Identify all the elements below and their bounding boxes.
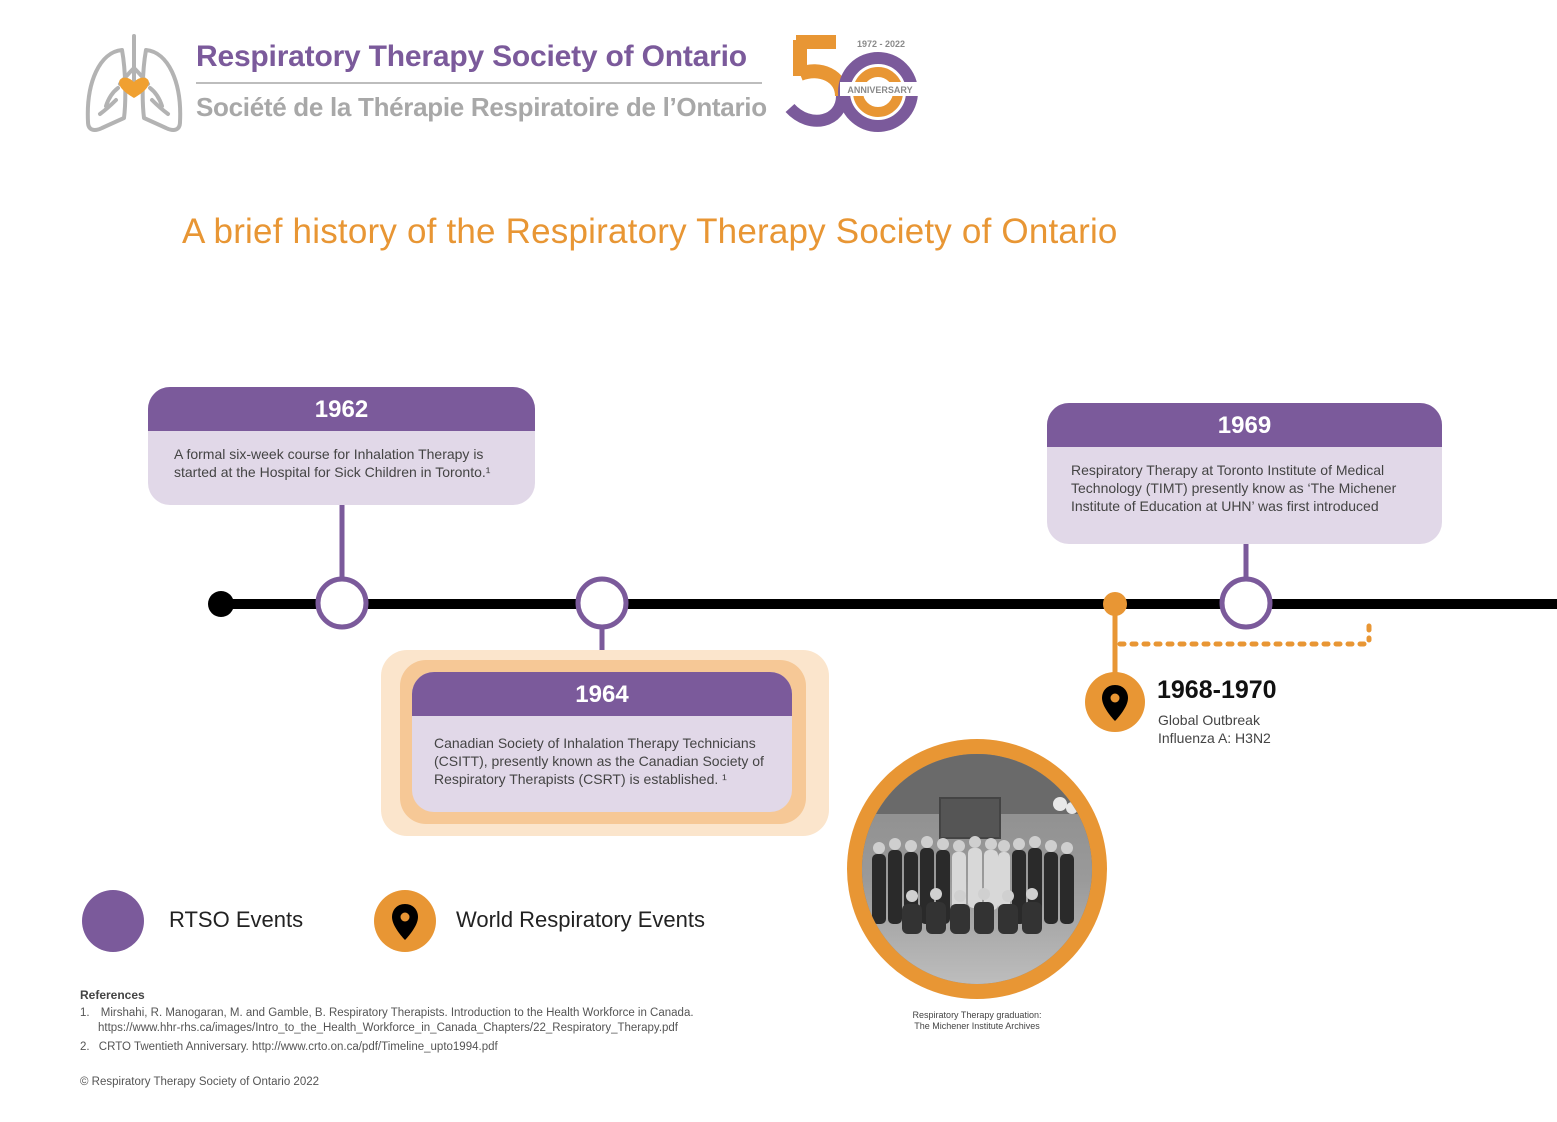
header-divider — [196, 82, 762, 84]
timeline-start-dot — [208, 591, 234, 617]
lungs-heart-icon — [85, 34, 183, 132]
event-description: Respiratory Therapy at Toronto Institute… — [1071, 462, 1397, 514]
photo-caption-line1: Respiratory Therapy graduation: — [912, 1010, 1042, 1020]
anniversary-years: 1972 - 2022 — [857, 39, 905, 49]
reference-number: 2. — [80, 1041, 90, 1053]
world-event-year: 1968-1970 — [1157, 676, 1277, 704]
node-outbreak — [1103, 592, 1127, 616]
photo-caption-line2: The Michener Institute Archives — [914, 1021, 1040, 1031]
copyright: © Respiratory Therapy Society of Ontario… — [80, 1076, 320, 1088]
node-1964 — [575, 576, 629, 630]
org-name-english: Respiratory Therapy Society of Ontario — [196, 40, 747, 73]
event-year: 1969 — [1047, 403, 1442, 447]
legend-rtso-label: RTSO Events — [169, 907, 304, 932]
event-card-1964: 1964 Canadian Society of Inhalation Ther… — [412, 672, 792, 812]
page-title: A brief history of the Respiratory Thera… — [182, 212, 1118, 251]
event-year: 1962 — [148, 387, 535, 431]
reference-text: CRTO Twentieth Anniversary. http://www.c… — [98, 1041, 498, 1053]
reference-item-2: 2. CRTO Twentieth Anniversary. http://ww… — [80, 1040, 498, 1055]
graduation-photo — [862, 754, 1092, 984]
references-heading: References — [80, 988, 145, 1002]
reference-item-1: 1. Mirshahi, R. Manogaran, M. and Gamble… — [80, 1006, 694, 1021]
map-pin-icon — [1102, 685, 1128, 721]
event-year: 1964 — [412, 672, 792, 716]
photo-caption: Respiratory Therapy graduation: The Mich… — [877, 1010, 1077, 1032]
reference-number: 1. — [80, 1007, 90, 1019]
world-event-line1: Global Outbreak — [1158, 712, 1260, 728]
anniversary-label: ANNIVERSARY — [847, 85, 912, 95]
event-card-1969: 1969 Respiratory Therapy at Toronto Inst… — [1047, 403, 1442, 544]
world-event-line2: Influenza A: H3N2 — [1158, 730, 1271, 746]
event-card-1962: 1962 A formal six-week course for Inhala… — [148, 387, 535, 505]
legend-rtso-swatch — [82, 890, 144, 952]
reference-text: Mirshahi, R. Manogaran, M. and Gamble, B… — [100, 1007, 694, 1019]
node-1962 — [315, 576, 369, 630]
node-1969 — [1219, 576, 1273, 630]
anniversary-logo: ANNIVERSARY 1972 - 2022 — [785, 35, 920, 132]
map-pin-icon — [392, 904, 418, 940]
legend-world-label: World Respiratory Events — [456, 907, 706, 932]
event-description: Canadian Society of Inhalation Therapy T… — [434, 735, 764, 787]
org-name-french: Société de la Thérapie Respiratoire de l… — [196, 92, 767, 122]
event-description: A formal six-week course for Inhalation … — [174, 446, 491, 480]
reference-item-1-url[interactable]: https://www.hhr-rhs.ca/images/Intro_to_t… — [98, 1022, 678, 1034]
